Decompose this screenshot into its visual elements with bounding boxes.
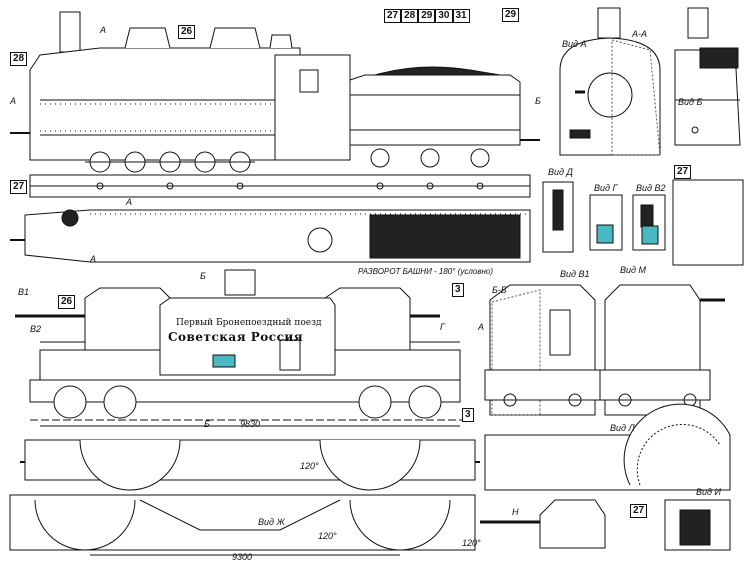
- letter-n: Н: [512, 507, 519, 517]
- dim-angle-1: 120°: [300, 461, 319, 471]
- car-underframe-view: [20, 439, 480, 491]
- locomotive-side-view: [10, 11, 540, 173]
- letter-a-right: А: [478, 322, 485, 332]
- car-section-bb: [484, 284, 601, 416]
- front-view-a: [559, 7, 661, 156]
- note-turret-rotation: РАЗВОРОТ БАШНИ - 180° (условно): [358, 267, 493, 276]
- box-26-car: 26: [58, 295, 76, 309]
- box-3-bottom: 3: [462, 408, 474, 422]
- dim-car-length: 9300: [232, 552, 253, 562]
- label-vid-g: Вид Г: [594, 183, 618, 193]
- dim-angle-2: 120°: [318, 531, 337, 541]
- box-26-top: 26: [178, 25, 196, 39]
- dim-loco-length: 9830: [240, 419, 261, 429]
- locomotive-top-view: [10, 209, 531, 263]
- small-views: [542, 179, 744, 266]
- box-29: 29: [502, 8, 520, 22]
- letter-a-bottom: А: [90, 254, 97, 264]
- label-vid-zh: Вид Ж: [258, 517, 285, 527]
- strip-27: 27: [384, 9, 402, 23]
- armored-car-side-view: [15, 269, 470, 427]
- letter-g: Г: [440, 322, 445, 332]
- car-roof-development: [9, 494, 476, 556]
- box-27-left: 27: [10, 180, 28, 194]
- train-title-line1: Первый Бронепоездный поезд: [176, 318, 322, 328]
- label-vid-l: Вид Л: [610, 423, 635, 433]
- label-vid-v1: Вид В1: [560, 269, 590, 279]
- label-vid-d: Вид Д: [548, 167, 573, 177]
- strip-29: 29: [418, 9, 436, 23]
- label-vid-b: Вид Б: [678, 97, 703, 107]
- side-view-b: [674, 7, 741, 146]
- letter-b-bottom: Б: [204, 419, 210, 429]
- letter-a-left: А: [10, 96, 17, 106]
- letter-a-top: А: [100, 25, 107, 35]
- label-vid-i: Вид И: [696, 487, 721, 497]
- box-27-right: 27: [674, 165, 692, 179]
- letter-a-small: А: [126, 197, 133, 207]
- strip-30: 30: [435, 9, 453, 23]
- view-l: [484, 403, 731, 491]
- view-i: [480, 499, 731, 551]
- letter-b-mid: Б: [200, 271, 206, 281]
- letter-v1: В1: [18, 287, 30, 297]
- label-section-bb: Б-Б: [492, 285, 507, 295]
- box-27-bottom: 27: [630, 504, 648, 518]
- car-view-m: [599, 284, 725, 416]
- letter-v2: В2: [30, 324, 42, 334]
- train-title-line2: Советская Россия: [168, 330, 304, 344]
- dim-angle-3: 120°: [462, 538, 481, 548]
- label-vid-a: Вид А: [562, 39, 587, 49]
- strip-28: 28: [401, 9, 419, 23]
- letter-b-right: Б: [535, 96, 541, 106]
- strip-31: 31: [452, 9, 470, 23]
- locomotive-plan-view: [29, 174, 531, 198]
- label-section-aa: А-А: [632, 29, 648, 39]
- sheet-strip: 27 28 29 30 31: [384, 9, 470, 23]
- box-28: 28: [10, 52, 28, 66]
- box-3-top: 3: [452, 283, 464, 297]
- label-vid-m: Вид М: [620, 265, 646, 275]
- label-vid-v2: Вид В2: [636, 183, 666, 193]
